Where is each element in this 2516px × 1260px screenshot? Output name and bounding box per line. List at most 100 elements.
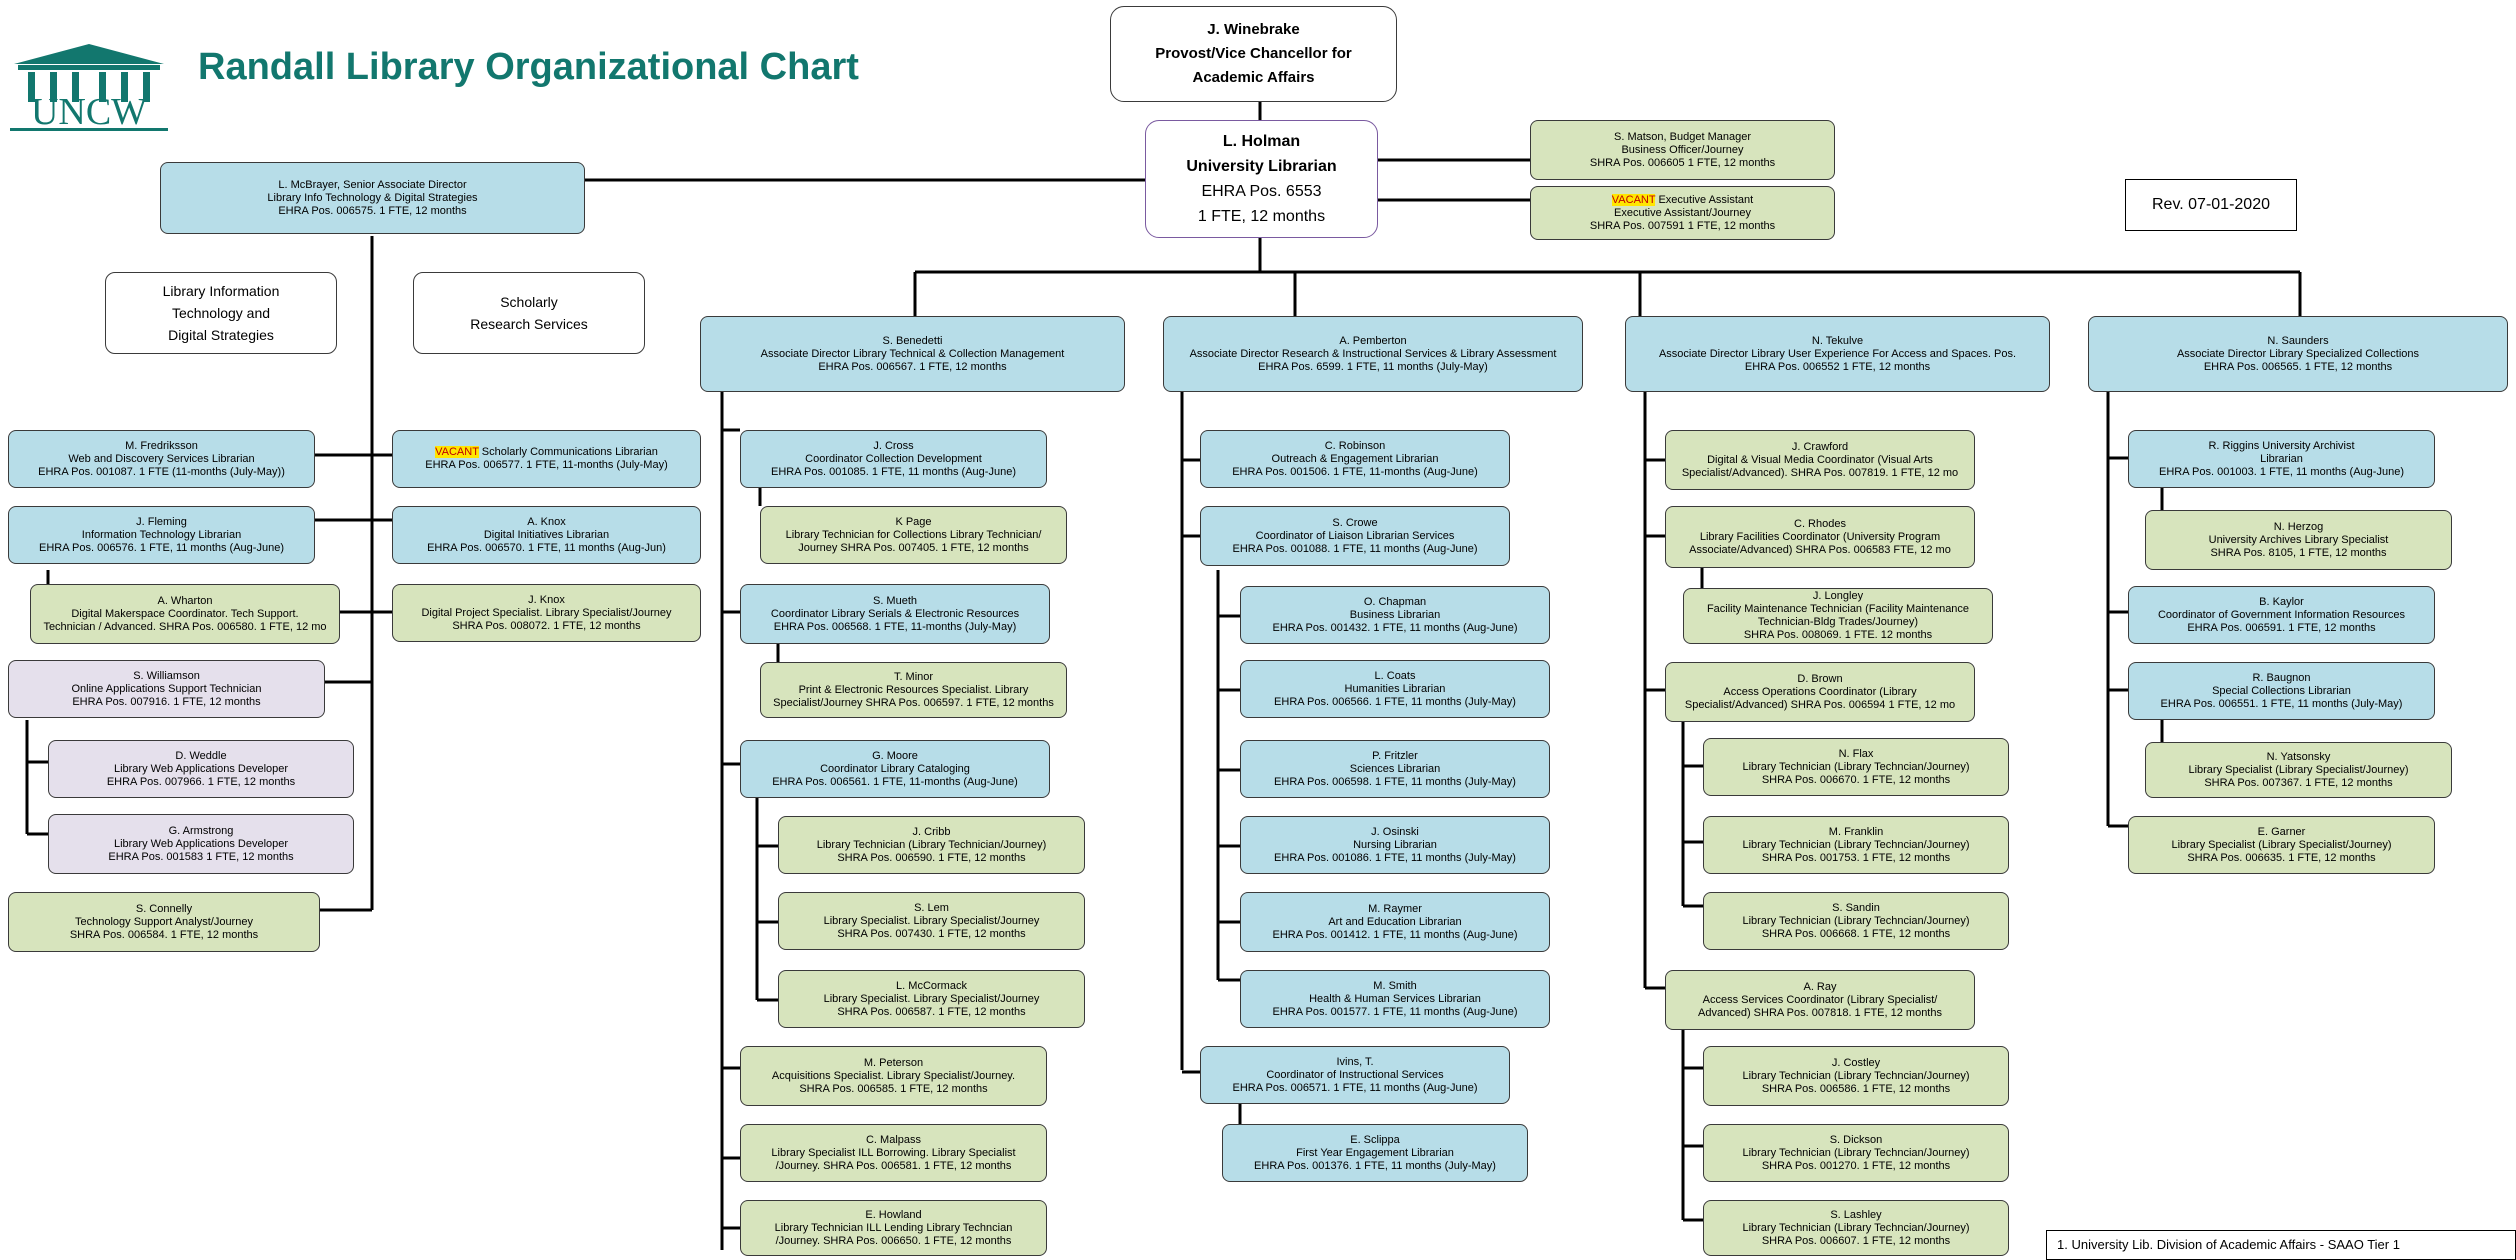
org-box-detail: SHRA Pos. 006585. 1 FTE, 12 months xyxy=(799,1082,988,1095)
org-box-detail: Digital Project Specialist. Library Spec… xyxy=(421,606,672,619)
org-box-detail: EHRA Pos. 001577. 1 FTE, 11 months (Aug-… xyxy=(1272,1005,1518,1018)
org-box-name: D. Brown xyxy=(1797,672,1843,685)
org-box-name: S. Matson, Budget Manager xyxy=(1614,130,1751,143)
org-box-name: B. Kaylor xyxy=(2259,595,2304,608)
org-box-detail: SHRA Pos. 006668. 1 FTE, 12 months xyxy=(1761,927,1951,940)
org-box-detail: Information Technology Librarian xyxy=(81,528,242,541)
org-box-name: Ivins, T. xyxy=(1336,1055,1374,1068)
org-box-detail: Library Technician (Library Techncian/Jo… xyxy=(1742,1221,1970,1234)
org-box-detail: Library Web Applications Developer xyxy=(113,762,289,775)
org-box-detail: Journey SHRA Pos. 007405. 1 FTE, 12 mont… xyxy=(798,541,1029,554)
org-box-name: C. Robinson xyxy=(1324,439,1386,452)
org-box-name: T. Minor xyxy=(893,670,934,683)
org-box-detail: SHRA Pos. 008069. 1 FTE. 12 months xyxy=(1743,629,1933,641)
org-box-name: M. Franklin xyxy=(1828,825,1884,838)
org-box-name: C. Rhodes xyxy=(1794,517,1846,530)
page-title: Randall Library Organizational Chart xyxy=(198,46,859,88)
org-box-detail: Library Web Applications Developer xyxy=(113,837,289,850)
org-box-detail: Coordinator Library Cataloging xyxy=(820,762,970,775)
org-box-name: J. Cribb xyxy=(912,825,951,838)
org-box-name: N. Herzog xyxy=(2273,520,2324,533)
org-box-name: J. Fleming xyxy=(136,515,187,528)
org-box-detail: EHRA Pos. 001583 1 FTE, 12 months xyxy=(108,850,294,863)
org-box-detail: Library Specialist. Library Specialist/J… xyxy=(823,992,1040,1005)
org-box-name: E. Garner xyxy=(2257,825,2306,838)
org-box-detail: Digital Makerspace Coordinator. Tech Sup… xyxy=(71,607,299,620)
org-box-detail: EHRA Pos. 006566. 1 FTE, 11 months (July… xyxy=(1274,695,1516,708)
vacant-badge: VACANT xyxy=(435,446,479,458)
org-box-name: E. Howland xyxy=(865,1208,922,1221)
org-box-name: A. Pemberton xyxy=(1339,334,1407,347)
org-box-name: J. Cross xyxy=(873,439,914,452)
org-box-detail: Specialist/Advanced) SHRA Pos. 006594 1 … xyxy=(1684,698,1956,711)
org-box-name: O. Chapman xyxy=(1363,595,1427,608)
org-box-detail: SHRA Pos. 006590. 1 FTE, 12 months xyxy=(837,851,1026,864)
org-box-detail: SHRA Pos. 001753. 1 FTE, 12 months xyxy=(1761,851,1951,864)
org-box-detail: Web and Discovery Services Librarian xyxy=(68,452,255,465)
org-box-name: N. Flax xyxy=(1838,747,1874,760)
org-box-detail: EHRA Pos. 001003. 1 FTE, 11 months (Aug-… xyxy=(2159,465,2404,478)
revision-date: Rev. 07-01-2020 xyxy=(2125,179,2297,231)
vacant-badge: VACANT xyxy=(1611,193,1656,206)
org-box-detail: EHRA Pos. 006598. 1 FTE, 11 months (July… xyxy=(1274,775,1516,788)
org-box-detail: Technician-Bldg Trades/Journey) xyxy=(1757,616,1919,628)
org-box-detail: Access Operations Coordinator (Library xyxy=(1723,685,1917,698)
org-box-detail: Digital & Visual Media Coordinator (Visu… xyxy=(1707,453,1933,466)
org-box-name: J. Crawford xyxy=(1791,440,1849,453)
org-box-detail: EHRA Pos. 006552 1 FTE, 12 months xyxy=(1744,360,1931,373)
org-box-name: M. Smith xyxy=(1373,979,1417,992)
org-box-detail: SHRA Pos. 8105, 1 FTE, 12 months xyxy=(2210,546,2387,559)
org-box-name: S. Dickson xyxy=(1829,1133,1883,1146)
org-box-detail: EHRA Pos. 001085. 1 FTE, 11 months (Aug-… xyxy=(771,465,1016,478)
org-box-name: N. Saunders xyxy=(2267,334,2329,347)
org-box-detail: Special Collections Librarian xyxy=(2212,684,2351,697)
org-box-name: J. Osinski xyxy=(1371,825,1419,838)
org-box-detail: Librarian xyxy=(2260,452,2303,465)
org-box-name: VACANT Executive Assistant xyxy=(1611,193,1754,206)
org-box-detail: Research Services xyxy=(470,316,588,332)
org-box-name: A. Knox xyxy=(527,515,566,528)
org-box-detail: Technology and xyxy=(171,305,271,321)
org-box-name: C. Malpass xyxy=(865,1133,922,1146)
org-box-detail: EHRA Pos. 001088. 1 FTE, 11 months (Aug-… xyxy=(1232,542,1478,555)
org-box-detail: Humanities Librarian xyxy=(1344,682,1446,695)
org-box-detail: Library Technician (Library Techncian/Jo… xyxy=(1742,760,1970,773)
org-box-detail: EHRA Pos. 6553 xyxy=(1201,183,1322,200)
org-box-name: J. Winebrake xyxy=(1207,21,1300,38)
org-box-detail: Library Specialist (Library Specialist/J… xyxy=(2171,838,2392,851)
org-box-detail: Library Technician for Collections Libra… xyxy=(785,528,1042,541)
org-box-detail: EHRA Pos. 006568. 1 FTE, 11-months (July… xyxy=(773,620,1017,633)
org-box-detail: SHRA Pos. 008072. 1 FTE, 12 months xyxy=(452,619,641,632)
org-box-name: S. Sandin xyxy=(1832,901,1880,914)
org-box-name: S. Lashley xyxy=(1830,1208,1882,1221)
org-box-detail: EHRA Pos. 001086. 1 FTE, 11 months (July… xyxy=(1274,851,1516,864)
org-box-detail: Library Technician (Library Technician/J… xyxy=(816,838,1047,851)
org-box-detail: SHRA Pos. 001270. 1 FTE, 12 months xyxy=(1761,1159,1951,1172)
org-box-detail: Library Info Technology & Digital Strate… xyxy=(267,191,478,204)
org-box-detail: SHRA Pos. 006635. 1 FTE, 12 months xyxy=(2187,851,2376,864)
org-box-detail: Coordinator Collection Development xyxy=(805,452,982,465)
org-box-detail: EHRA Pos. 007966. 1 FTE, 12 months xyxy=(106,775,296,788)
org-box-name: S. Mueth xyxy=(872,594,918,607)
